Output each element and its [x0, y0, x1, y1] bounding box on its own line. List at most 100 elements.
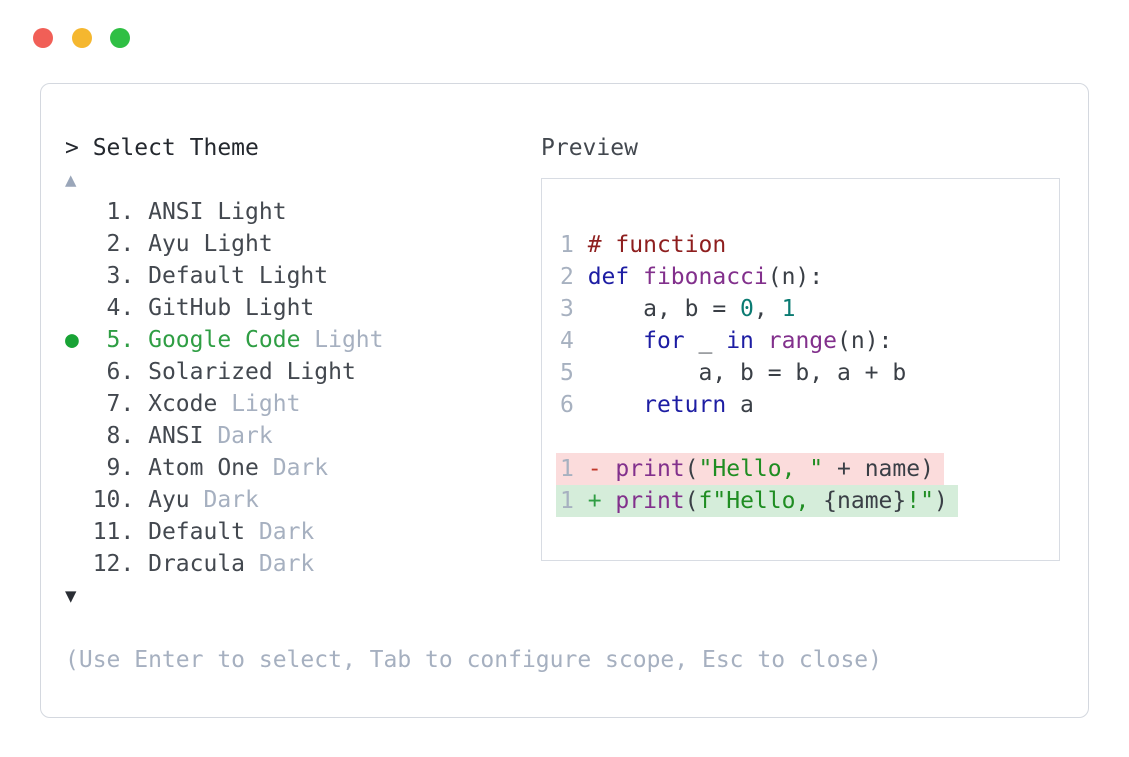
theme-item-variant: Light: [203, 199, 287, 225]
theme-item-variant: Dark: [189, 487, 259, 513]
theme-list-item[interactable]: 12. Dracula Dark: [65, 548, 535, 580]
theme-item-variant: Dark: [245, 519, 315, 545]
theme-item-name: Dracula: [148, 551, 246, 577]
code-token-pl: [629, 264, 643, 290]
code-token-ty: range: [767, 328, 837, 354]
theme-list-item[interactable]: 4. GitHub Light: [65, 292, 535, 324]
code-line: 1 # function: [560, 229, 1059, 261]
code-token-ad: +: [587, 488, 602, 514]
code-token-pl: a, b = b, a + b: [587, 360, 907, 386]
help-text: (Use Enter to select, Tab to configure s…: [65, 647, 882, 673]
theme-list-item[interactable]: ● 5. Google Code Light: [65, 324, 535, 356]
theme-list-item[interactable]: 10. Ayu Dark: [65, 484, 535, 516]
window-zoom-button[interactable]: [110, 28, 130, 48]
theme-item-name: ANSI: [148, 199, 204, 225]
indicator-spacer: [65, 199, 93, 225]
code-token-pl: (n):: [837, 328, 893, 354]
diff-highlight: 1 + print(f"Hello, {name}!"): [556, 485, 958, 517]
theme-item-variant: Light: [245, 263, 329, 289]
window-minimize-button[interactable]: [72, 28, 92, 48]
code-token-ty: print: [615, 456, 685, 482]
theme-item-number: 3.: [92, 263, 149, 289]
code-line: [560, 421, 1059, 453]
theme-list-item[interactable]: 7. Xcode Light: [65, 388, 535, 420]
theme-item-number: 11.: [92, 519, 149, 545]
theme-item-name: Google Code: [148, 327, 301, 353]
code-line: 3 a, b = 0, 1: [560, 293, 1059, 325]
code-token-ty: print: [615, 488, 685, 514]
theme-item-number: 12.: [92, 551, 149, 577]
code-line: 5 a, b = b, a + b: [560, 357, 1059, 389]
selected-indicator-dot: ●: [65, 327, 93, 353]
code-token-kw: return: [643, 392, 727, 418]
code-token-kw: def: [587, 264, 630, 290]
theme-list-item[interactable]: 11. Default Dark: [65, 516, 535, 548]
scroll-up-icon[interactable]: ▲: [65, 169, 77, 191]
theme-item-variant: Dark: [258, 455, 329, 481]
indicator-spacer: [65, 487, 93, 513]
selector-title: > Select Theme: [65, 135, 259, 161]
theme-item-variant: Light: [189, 231, 273, 257]
code-token-pl: (n):: [767, 264, 824, 290]
code-token-rm: -: [587, 456, 602, 482]
theme-item-variant: Light: [272, 359, 356, 385]
code-token-pl: [588, 328, 643, 354]
preview-title: Preview: [541, 135, 638, 161]
theme-item-number: 5.: [92, 327, 149, 353]
code-token-li: 0: [740, 296, 754, 322]
code-token-pl: [588, 392, 643, 418]
indicator-spacer: [65, 519, 93, 545]
code-token-ln: 1: [560, 488, 588, 514]
theme-list-item[interactable]: 1. ANSI Light: [65, 196, 535, 228]
code-token-pl: [602, 456, 616, 482]
theme-list-column: > Select Theme ▲ 1. ANSI Light 2. Ayu Li…: [65, 132, 882, 676]
code-token-pl: ): [933, 488, 948, 514]
window-close-button[interactable]: [33, 28, 53, 48]
indicator-spacer: [65, 455, 93, 481]
indicator-spacer: [65, 551, 93, 577]
code-token-st: f"Hello,: [698, 488, 824, 514]
code-token-st: "Hello, ": [698, 456, 824, 482]
code-token-pl: (: [684, 488, 699, 514]
code-token-ln: 5: [560, 360, 588, 386]
code-token-pl: ,: [753, 296, 782, 322]
theme-list-item[interactable]: 9. Atom One Dark: [65, 452, 535, 484]
code-token-st: !": [906, 488, 934, 514]
theme-item-number: 2.: [92, 231, 149, 257]
theme-item-number: 6.: [92, 359, 149, 385]
theme-list-item[interactable]: 8. ANSI Dark: [65, 420, 535, 452]
code-line: 6 return a: [560, 389, 1059, 421]
theme-item-name: Xcode: [148, 391, 218, 417]
indicator-spacer: [65, 423, 93, 449]
theme-list-item[interactable]: 6. Solarized Light: [65, 356, 535, 388]
scroll-down-icon[interactable]: ▼: [65, 585, 77, 607]
code-token-ln: 4: [560, 328, 588, 354]
theme-item-number: 7.: [92, 391, 149, 417]
diff-line-added: 1 + print(f"Hello, {name}!"): [556, 485, 1059, 517]
theme-item-number: 9.: [92, 455, 149, 481]
theme-list-item[interactable]: 2. Ayu Light: [65, 228, 535, 260]
code-token-pl: [602, 488, 616, 514]
code-line: 4 for _ in range(n):: [560, 325, 1059, 357]
code-token-ln: 3: [560, 296, 588, 322]
code-token-ln: 1: [560, 456, 588, 482]
code-token-pl: a, b =: [587, 296, 741, 322]
theme-item-name: Default: [148, 263, 246, 289]
theme-item-number: 4.: [92, 295, 149, 321]
theme-item-name: Default: [148, 519, 246, 545]
theme-list: 1. ANSI Light 2. Ayu Light 3. Default Li…: [65, 196, 535, 580]
theme-item-variant: Dark: [203, 423, 273, 449]
theme-list-item[interactable]: 3. Default Light: [65, 260, 535, 292]
code-token-com: # function: [587, 232, 727, 258]
theme-item-variant: Light: [217, 391, 301, 417]
code-token-pl: + name): [823, 456, 934, 482]
code-token-ln: 6: [560, 392, 588, 418]
code-token-pl: (: [684, 456, 699, 482]
code-token-li: 1: [781, 296, 796, 322]
code-token-ln: 1: [560, 232, 588, 258]
indicator-spacer: [65, 359, 93, 385]
theme-item-number: 10.: [92, 487, 149, 513]
theme-item-name: Ayu: [148, 231, 190, 257]
